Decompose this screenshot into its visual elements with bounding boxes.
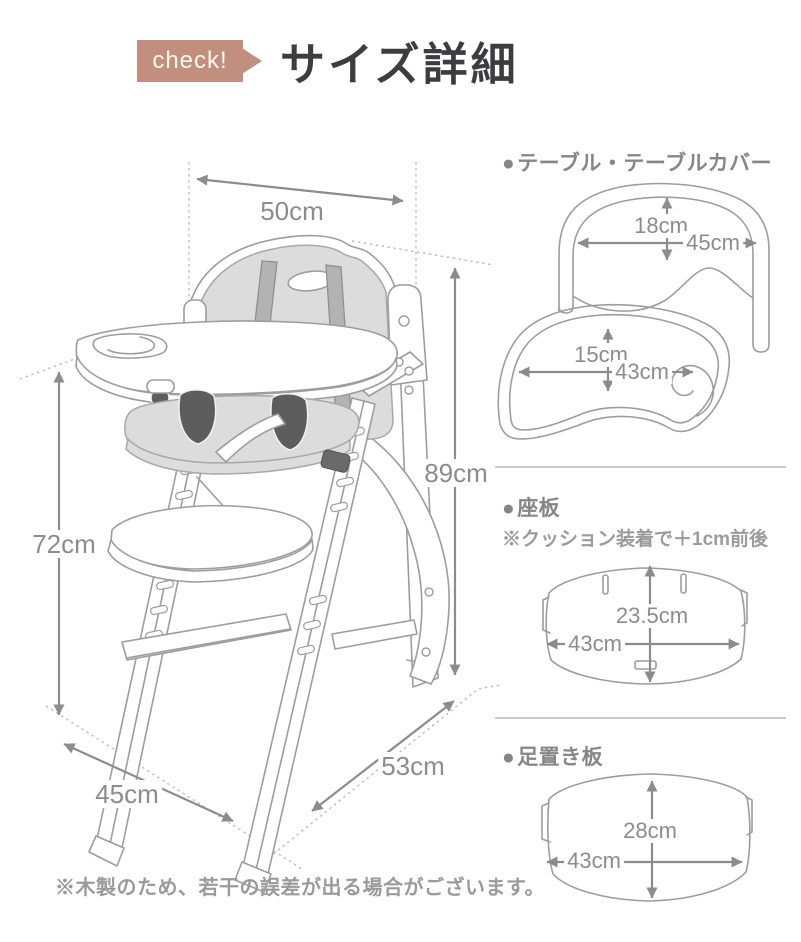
section-heading-label: 座板	[517, 497, 561, 520]
dim-cover-width: 45cm	[683, 231, 743, 255]
arch-support	[345, 429, 450, 685]
check-badge: check!	[137, 40, 262, 82]
section-heading-label: 足置き板	[517, 746, 604, 769]
chair-dimension-arrows	[53, 174, 461, 823]
high-chair-drawing	[75, 234, 450, 893]
rear-stretcher	[331, 619, 418, 650]
crotch-guard-right	[270, 393, 309, 451]
dim-width-top: 50cm	[257, 197, 327, 225]
dim-footrest-width: 43cm	[564, 849, 624, 873]
tray	[75, 320, 399, 406]
bullet-icon: ●	[502, 746, 516, 769]
seat-cushion-note: ※クッション装着で＋1cm前後	[502, 529, 769, 550]
dim-depth-left: 45cm	[92, 780, 162, 808]
bullet-icon: ●	[502, 152, 516, 175]
dim-cover-height: 18cm	[631, 214, 691, 238]
table-cover-diagram	[558, 182, 770, 353]
section-heading-seat: ●座板	[502, 492, 560, 522]
page-title: サイズ詳細	[280, 39, 519, 90]
footnote: ※木製のため、若干の誤差が出る場合がございます。	[55, 877, 545, 899]
dim-seat-depth: 23.5cm	[612, 604, 692, 628]
dim-height-total: 89cm	[421, 459, 491, 487]
check-badge-label: check!	[152, 47, 228, 74]
dim-footrest-depth: 28cm	[620, 819, 680, 843]
section-heading-footrest: ●足置き板	[502, 741, 603, 771]
bullet-icon: ●	[502, 497, 516, 520]
dim-depth-right: 53cm	[378, 752, 448, 780]
section-heading-table: ●テーブル・テーブルカバー	[502, 147, 772, 177]
dim-table-width: 43cm	[612, 360, 672, 384]
crotch-guard-left	[178, 389, 217, 445]
crotch-strap	[215, 413, 286, 463]
dim-seat-width: 43cm	[565, 632, 625, 656]
section-heading-label: テーブル・テーブルカバー	[517, 152, 773, 175]
dim-height-left: 72cm	[29, 530, 99, 558]
lower-step	[121, 613, 292, 661]
